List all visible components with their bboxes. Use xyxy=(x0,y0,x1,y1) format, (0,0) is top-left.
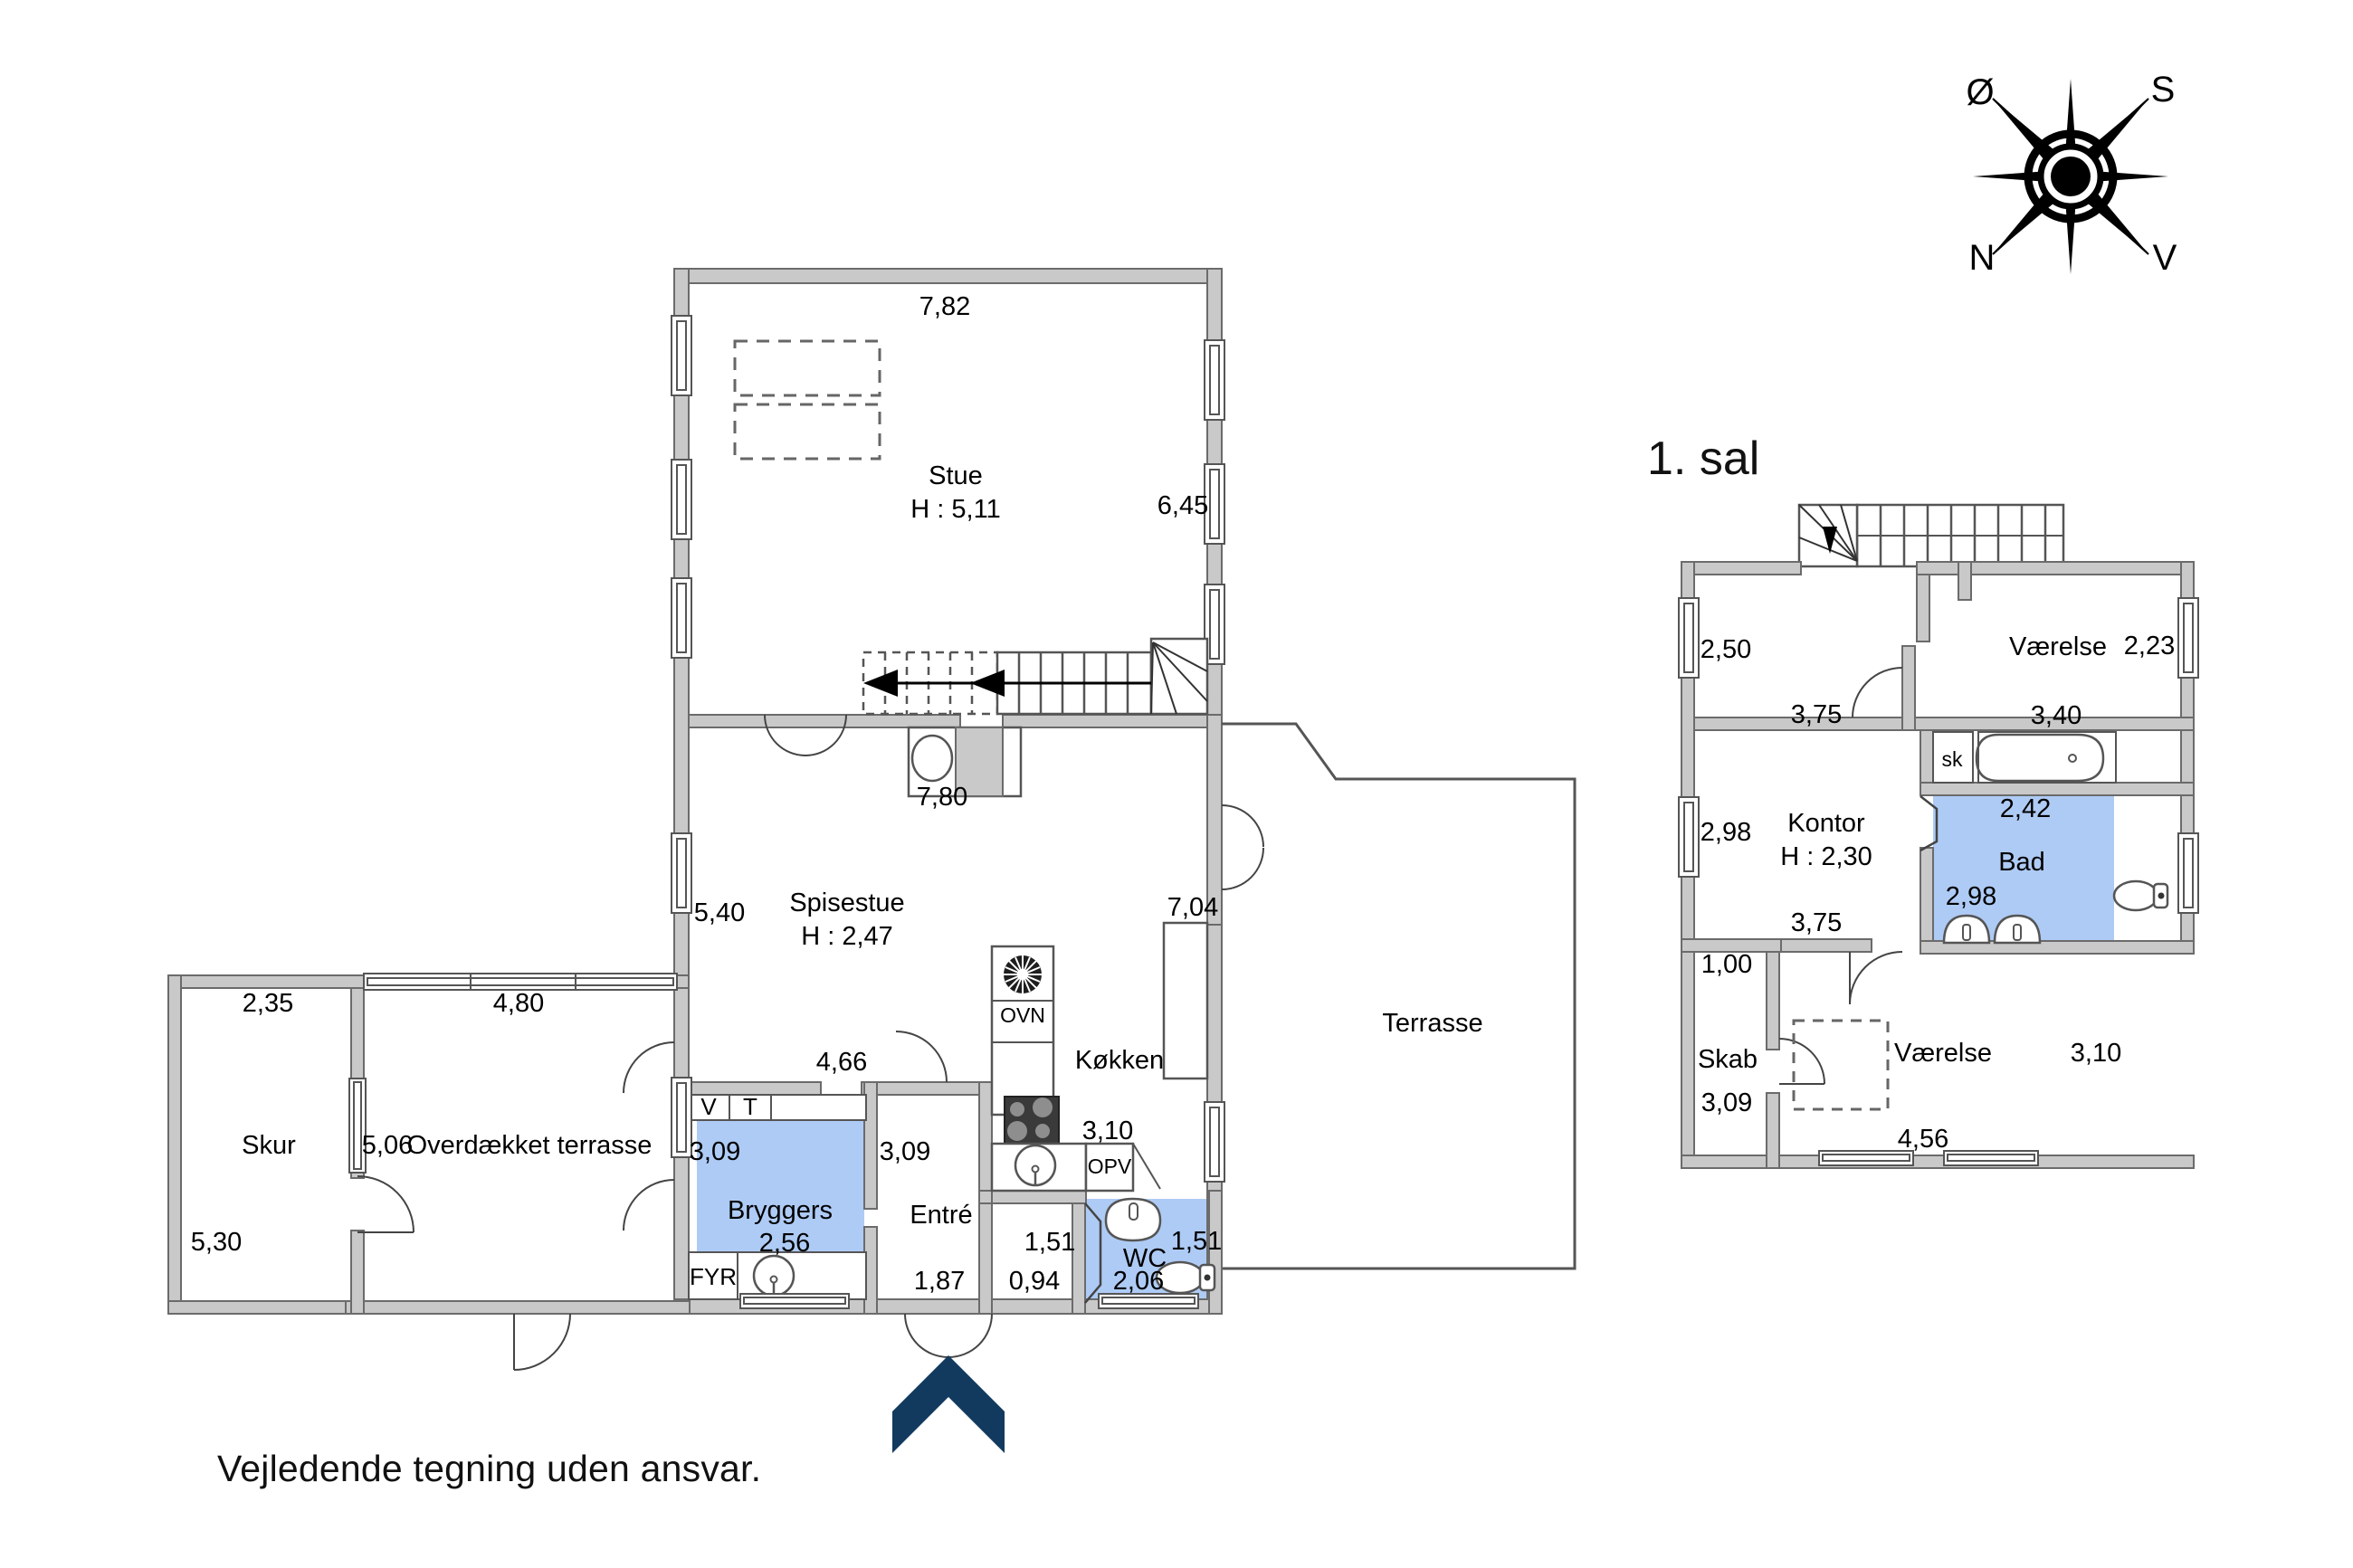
compass-rose xyxy=(1973,79,2168,274)
dim-skur-right: 5,06 xyxy=(362,1131,413,1160)
compass-label-oe: Ø xyxy=(1966,72,1994,112)
room-label-vaerelse-s: Værelse xyxy=(1894,1039,1992,1068)
extractor-fan-icon xyxy=(1004,955,1042,993)
dim-stue-top: 7,82 xyxy=(919,292,970,321)
fixture-label-opv: OPV xyxy=(1088,1155,1132,1178)
dim-room-nw-left: 2,50 xyxy=(1700,635,1751,664)
dim-room-nw-bottom: 3,75 xyxy=(1791,700,1842,729)
dim-skab-top: 1,00 xyxy=(1701,950,1752,979)
kitchen-right-wall xyxy=(1162,921,1225,1183)
upper-floor-title: 1. sal xyxy=(1647,432,1760,485)
door-swing-stue-spisestue xyxy=(764,714,847,756)
room-label-overdaekket-terrasse: Overdækket terrasse xyxy=(407,1131,653,1160)
dim-bad-top: 2,42 xyxy=(2000,794,2051,823)
compass-label-v: V xyxy=(2153,238,2177,278)
room-label-entre: Entré xyxy=(910,1201,972,1230)
ground-floor-plan: V T FYR xyxy=(167,268,1577,1453)
dim-vaerelse-ne-bottom: 3,40 xyxy=(2031,701,2082,730)
dim-vaerelse-s-bottom: 4,56 xyxy=(1898,1125,1948,1154)
door-swing-entre-top xyxy=(895,1031,948,1083)
dim-skur-top: 2,35 xyxy=(243,989,293,1018)
fixture-label-fyr: FYR xyxy=(690,1263,737,1290)
dim-bad-left: 2,98 xyxy=(1946,882,1996,911)
stue-ceiling-outline xyxy=(733,339,881,461)
dim-vaerelse-s-right: 3,10 xyxy=(2071,1039,2121,1068)
dim-kontor-bottom: 3,75 xyxy=(1791,908,1842,937)
door-swing-skur xyxy=(357,1175,414,1233)
dim-wc-bottom: 2,06 xyxy=(1113,1267,1164,1296)
door-swing-annex-bottom xyxy=(513,1313,571,1371)
dim-skur-left: 5,30 xyxy=(191,1228,242,1257)
door-swing-main-entrance xyxy=(904,1313,993,1358)
room-label-bryggers: Bryggers xyxy=(728,1196,833,1225)
compass-label-n: N xyxy=(1969,238,1996,278)
door-swing-terrasse-overd xyxy=(623,1041,675,1094)
dim-terrasse-left: 7,04 xyxy=(1167,893,1218,922)
door-swing-room-nw xyxy=(1852,667,1903,718)
compass-label-s: S xyxy=(2151,70,2176,109)
skab-shelf-outline xyxy=(1792,1019,1890,1111)
dim-entry-wall-top: 4,66 xyxy=(816,1048,867,1077)
room-label-kontor: Kontor xyxy=(1787,809,1865,838)
room-label-bad: Bad xyxy=(1998,848,2045,877)
dim-vaerelse-ne-right: 2,23 xyxy=(2124,632,2175,660)
window-bryggers-left xyxy=(671,1077,692,1158)
window-annex-divider xyxy=(348,1078,367,1174)
room-label-wc: WC xyxy=(1123,1244,1167,1273)
dim-spisestue-top: 7,80 xyxy=(917,783,967,812)
terrasse-outline xyxy=(1222,722,1577,1270)
dim-wc-right: 1,51 xyxy=(1171,1227,1222,1256)
room-label-skab: Skab xyxy=(1698,1045,1758,1074)
kitchen-fixtures xyxy=(990,945,1161,1193)
bathtub xyxy=(1932,731,2117,784)
fixture-label-v: V xyxy=(700,1093,717,1120)
dim-bryggers-left: 3,09 xyxy=(690,1137,740,1166)
dim-entre-left: 3,09 xyxy=(880,1137,930,1166)
room-label-vaerelse-ne: Værelse xyxy=(2009,632,2107,661)
room-label-terrasse: Terrasse xyxy=(1382,1009,1482,1038)
door-swing-skab xyxy=(1778,1038,1825,1085)
door-swing-kontor xyxy=(1849,951,1903,1005)
dim-wc-left: 1,51 xyxy=(1024,1228,1075,1257)
dim-hall-small: 0,94 xyxy=(1009,1267,1060,1296)
room-height-spisestue: H : 2,47 xyxy=(801,922,893,951)
bad-fixtures xyxy=(1920,795,2169,945)
dim-bryggers-bottom: 2,56 xyxy=(759,1229,810,1258)
dim-stue-right: 6,45 xyxy=(1157,491,1208,520)
room-label-stue: Stue xyxy=(929,461,983,490)
window-annex-top xyxy=(363,973,678,991)
fireplace-block xyxy=(907,726,1023,798)
room-height-kontor: H : 2,30 xyxy=(1780,842,1872,871)
room-label-skur: Skur xyxy=(242,1131,296,1160)
dim-spisestue-left: 5,40 xyxy=(694,898,745,927)
bryggers-bottom-fixtures xyxy=(688,1251,867,1309)
fixture-label-t: T xyxy=(743,1093,757,1120)
dim-entre-bottom: 1,87 xyxy=(914,1267,965,1296)
dim-overd-terrasse-top: 4,80 xyxy=(493,989,544,1018)
staircase-upper xyxy=(1797,503,2065,568)
wc-fixtures xyxy=(1084,1197,1216,1309)
dim-skab-bottom: 3,09 xyxy=(1701,1088,1752,1117)
room-height-stue: H : 5,11 xyxy=(910,495,1000,524)
bryggers-wet-fill xyxy=(697,1120,864,1252)
dim-kontor-left: 2,98 xyxy=(1700,818,1751,847)
main-entrance-marker xyxy=(892,1355,1005,1453)
bryggers-cabinets xyxy=(688,1094,867,1121)
fixture-label-ovn: OVN xyxy=(1000,1003,1045,1027)
room-label-kokken: Køkken xyxy=(1075,1046,1164,1075)
door-swing-bryggers xyxy=(623,1179,675,1231)
disclaimer-text: Vejledende tegning uden ansvar. xyxy=(217,1448,762,1489)
staircase-ground xyxy=(862,637,1209,716)
upper-floor-windows xyxy=(1678,597,2199,1166)
fixture-label-sk: sk xyxy=(1942,747,1964,771)
dim-kokken-bottom: 3,10 xyxy=(1082,1117,1133,1145)
room-label-spisestue: Spisestue xyxy=(789,889,904,917)
door-swing-terrasse xyxy=(1221,804,1264,890)
upper-floor-plan: sk Værelse Kontor H : 2,30 Bad Skab Være… xyxy=(1678,503,2199,1169)
